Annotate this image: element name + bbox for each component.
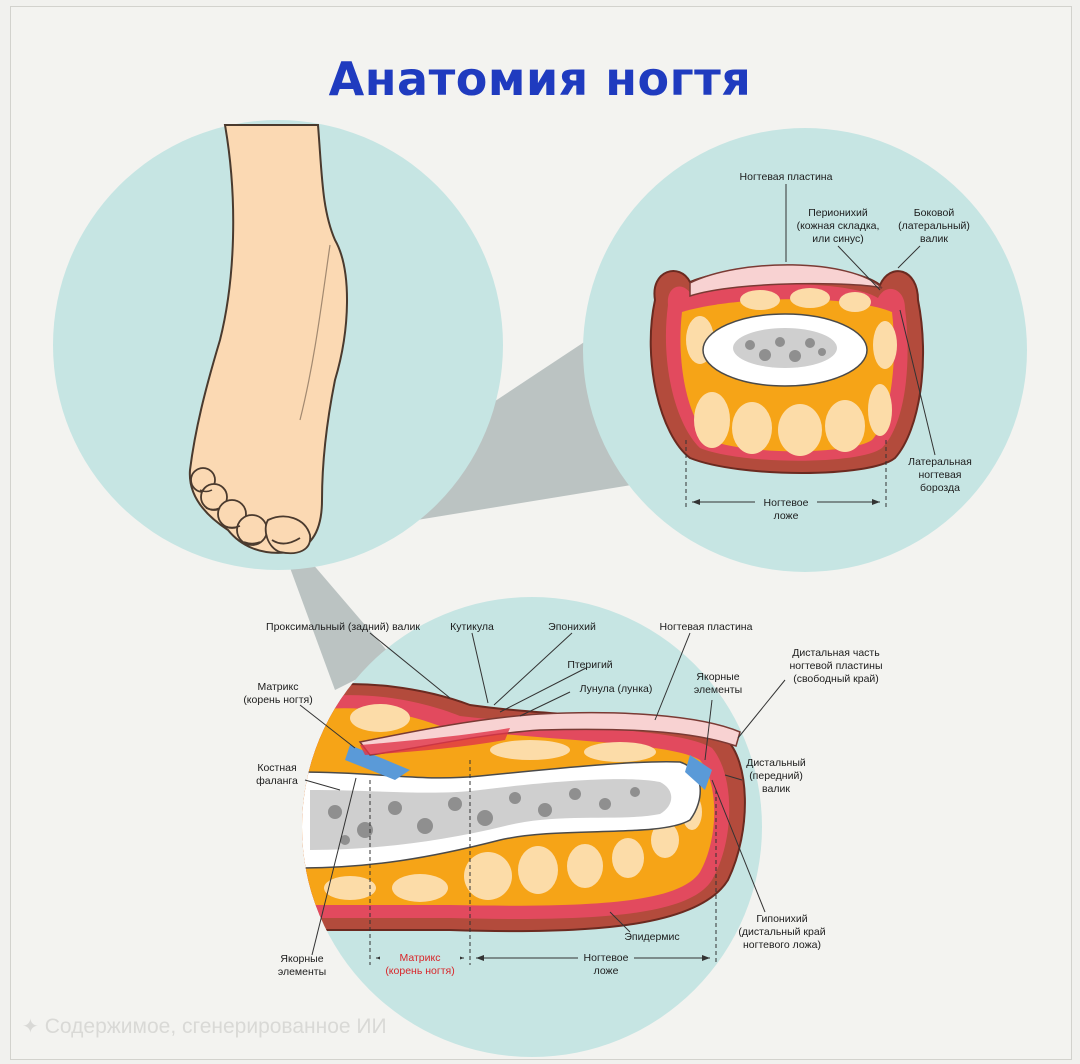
- label-distal-fold-3: валик: [762, 783, 790, 795]
- label-distal-fold-1: Дистальный: [746, 757, 806, 769]
- label-cuticle: Кутикула: [450, 621, 494, 633]
- label-perionychium-1: Перионихий: [808, 207, 868, 219]
- label-matrix-bottom-1: Матрикс: [400, 952, 441, 964]
- label-anchor-top-2: элементы: [694, 684, 742, 696]
- label-hyponychium-1: Гипонихий: [756, 913, 807, 925]
- label-nail-plate-cross: Ногтевая пластина: [740, 171, 833, 183]
- label-anchor-top-1: Якорные: [696, 671, 739, 683]
- label-lateral-groove-3: борозда: [920, 482, 960, 494]
- label-pterygium: Птеригий: [567, 659, 612, 671]
- label-anchor-bottom-1: Якорные: [280, 953, 323, 965]
- label-distal-fold-2: (передний): [749, 770, 803, 782]
- label-hyponychium-3: ногтевого ложа): [743, 939, 821, 951]
- cross-section-drawing: [649, 184, 936, 510]
- label-distal-part-2: ногтевой пластины: [789, 660, 882, 672]
- label-nail-bed-cross-1: Ногтевое: [764, 497, 809, 509]
- sparkle-icon: ✦: [22, 1016, 39, 1038]
- label-bone-phalanx-2: фаланга: [256, 775, 298, 787]
- ai-generated-note: ✦ Содержимое, сгенерированное ИИ: [22, 1014, 387, 1039]
- label-bone-phalanx-1: Костная: [257, 762, 296, 774]
- label-proximal-fold: Проксимальный (задний) валик: [266, 621, 420, 633]
- label-nail-bed-cross-2: ложе: [774, 510, 799, 522]
- label-lateral-fold-1: Боковой: [914, 207, 955, 219]
- label-epidermis: Эпидермис: [624, 931, 679, 943]
- label-nail-plate-long: Ногтевая пластина: [660, 621, 753, 633]
- label-distal-part-3: (свободный край): [793, 673, 879, 685]
- label-lateral-groove-1: Латеральная: [908, 456, 972, 468]
- label-matrix-bottom-2: (корень ногтя): [385, 965, 454, 977]
- label-lateral-groove-2: ногтевая: [919, 469, 962, 481]
- label-eponychium: Эпонихий: [548, 621, 596, 633]
- label-distal-part-1: Дистальная часть: [792, 647, 880, 659]
- label-matrix-2: (корень ногтя): [243, 694, 312, 706]
- longitudinal-drawing: [302, 683, 746, 933]
- page-title: Анатомия ногтя: [328, 52, 752, 106]
- ai-generated-label: Содержимое, сгенерированное ИИ: [44, 1014, 387, 1038]
- zoom-wedge-long: [282, 546, 395, 690]
- label-hyponychium-2: (дистальный край: [738, 926, 825, 938]
- label-lateral-fold-2: (латеральный): [898, 220, 970, 232]
- label-lunula: Лунула (лунка): [580, 683, 653, 695]
- label-lateral-fold-3: валик: [920, 233, 948, 245]
- label-matrix-1: Матрикс: [258, 681, 299, 693]
- label-nail-bed-bottom-1: Ногтевое: [584, 952, 629, 964]
- label-nail-bed-bottom-2: ложе: [594, 965, 619, 977]
- label-perionychium-2: (кожная складка,: [797, 220, 880, 232]
- foot-illustration: [188, 124, 348, 555]
- longitudinal-leaders: [299, 632, 786, 965]
- label-anchor-bottom-2: элементы: [278, 966, 326, 978]
- label-perionychium-3: или синус): [812, 233, 864, 245]
